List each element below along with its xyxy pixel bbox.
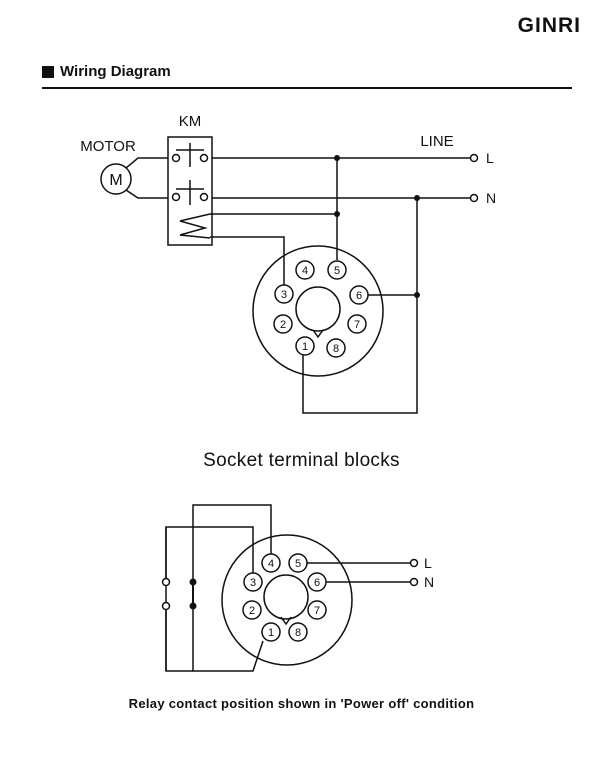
motor-letter: M: [109, 172, 122, 189]
km-contact-top-left-terminal: [171, 153, 181, 163]
socket1-pin-4-label: 4: [302, 265, 308, 277]
socket2-pin-3-label: 3: [250, 577, 256, 589]
socket1-pin-6: [349, 285, 369, 305]
socket1-pin-4: [295, 260, 315, 280]
socket-center-key: [295, 286, 341, 332]
section-bullet: [42, 66, 54, 78]
socket1-pin-7: [347, 314, 367, 334]
coil-to-l-wire: [210, 158, 338, 215]
contact-dot-upper: [189, 578, 197, 586]
l-terminal: [469, 153, 479, 163]
motor-wire-top: [125, 157, 168, 169]
km-coil: [179, 213, 211, 239]
brand-logo: GINRI: [517, 14, 581, 37]
socket2-pin-7-label: 7: [314, 605, 320, 617]
socket2-l-label: L: [424, 555, 432, 571]
socket2-pin-8: [288, 622, 308, 642]
junction-pin6: [414, 292, 420, 298]
socket1-pin-6-label: 6: [356, 290, 362, 302]
socket-terminal-caption: Socket terminal blocks: [203, 450, 400, 471]
socket2-pin-6-label: 6: [314, 577, 320, 589]
socket2-body: [221, 534, 353, 666]
coil-to-pin3-wire: [210, 236, 285, 285]
socket1-pin-2: [273, 314, 293, 334]
socket1-pin-7-label: 7: [354, 319, 360, 331]
socket2-center-key: [263, 574, 309, 620]
junction-l: [334, 155, 340, 161]
socket2-pin-2: [242, 600, 262, 620]
socket1-pin-5: [327, 260, 347, 280]
n-label: N: [486, 190, 496, 206]
socket1-pin-1-label: 1: [302, 341, 308, 353]
km-label: KM: [179, 113, 202, 130]
section-header: Wiring Diagram: [42, 63, 572, 89]
socket1-pin-3: [274, 284, 294, 304]
km-contact-bottom-left-terminal: [171, 192, 181, 202]
km-contact-bottom-right-terminal: [199, 192, 209, 202]
km-contact-top-right-terminal: [199, 153, 209, 163]
contact-terminal-upper: [161, 577, 171, 587]
socket2-pin-7: [307, 600, 327, 620]
socket2-pin-1: [261, 622, 281, 642]
socket2-n-terminal: [409, 577, 419, 587]
junction-coil: [334, 211, 340, 217]
motor-wire-bottom: [125, 189, 168, 199]
socket1-pin-1: [295, 336, 315, 356]
socket2-pin-5-label: 5: [295, 558, 301, 570]
junction-n: [414, 195, 420, 201]
socket2-key-notch: [280, 616, 292, 626]
km-contactor-box: [167, 136, 213, 246]
motor-label: MOTOR: [80, 138, 136, 155]
socket2-pin-2-label: 2: [249, 605, 255, 617]
socket1-pin-2-label: 2: [280, 319, 286, 331]
socket2-pin-4-label: 4: [268, 558, 274, 570]
relay-condition-caption: Relay contact position shown in 'Power o…: [128, 696, 475, 711]
socket-key-notch: [312, 329, 324, 339]
socket2-pin-8-label: 8: [295, 627, 301, 639]
l-label: L: [486, 150, 494, 166]
pin3-loop-wire: [165, 526, 254, 672]
contact-terminal-lower: [161, 601, 171, 611]
socket2-pin-1-label: 1: [268, 627, 274, 639]
socket-body: [252, 245, 384, 377]
n-terminal: [469, 193, 479, 203]
socket2-l-terminal: [409, 558, 419, 568]
contact-dot-lower: [189, 602, 197, 610]
socket1-pin-8: [326, 338, 346, 358]
section-title: Wiring Diagram: [60, 63, 171, 80]
socket1-pin-5-label: 5: [334, 265, 340, 277]
n-loop-to-pin1-wire: [302, 198, 418, 414]
line-label: LINE: [420, 133, 453, 150]
socket1-pin-3-label: 3: [281, 289, 287, 301]
socket1-pin-8-label: 8: [333, 343, 339, 355]
socket2-n-label: N: [424, 574, 434, 590]
motor-symbol: [100, 163, 132, 195]
